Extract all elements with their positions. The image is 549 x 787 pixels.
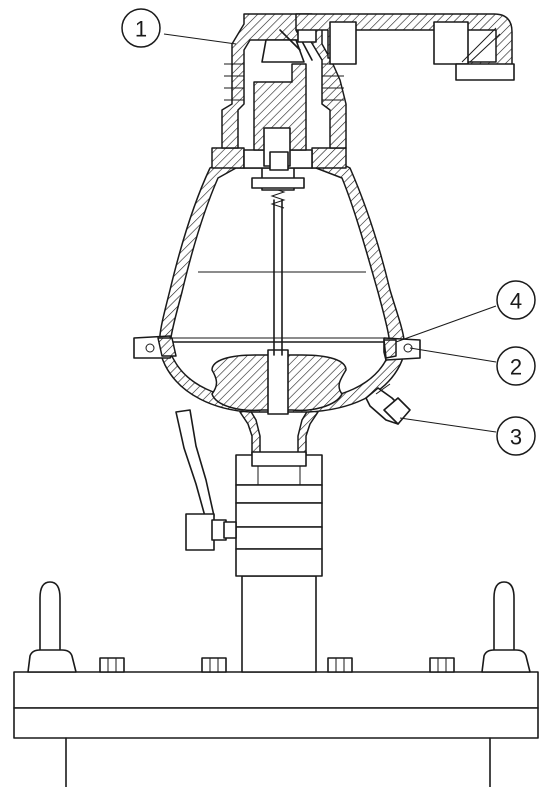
upper-housing [221,13,347,149]
vessel-clamp-right [383,337,421,361]
inner-plunger [253,63,307,171]
outlet-arm [295,13,515,81]
vessel-neck [239,409,319,467]
ball-valve-body [235,454,323,577]
base-flange [13,671,539,787]
callout-4-label: 4 [510,289,522,314]
vessel-clamp-left [133,335,177,359]
nut [327,657,353,673]
callout-4: 4 [395,280,536,343]
float-rod [270,179,286,356]
lifting-lug-right [481,581,531,673]
callout-2-label: 2 [510,355,522,380]
callout-3: 3 [399,416,536,456]
lifting-lug-left [27,581,77,673]
callout-3-label: 3 [510,425,522,450]
callout-1-label: 1 [135,17,147,42]
nut [429,657,455,673]
callout-2: 2 [409,346,536,386]
nut [201,657,227,673]
callout-1: 1 [121,8,237,48]
nut [99,657,125,673]
ball-valve-handle [175,409,237,551]
riser-pipe [241,575,317,673]
float [211,349,347,415]
drain-valve [365,383,411,425]
flange-nuts [99,657,455,673]
